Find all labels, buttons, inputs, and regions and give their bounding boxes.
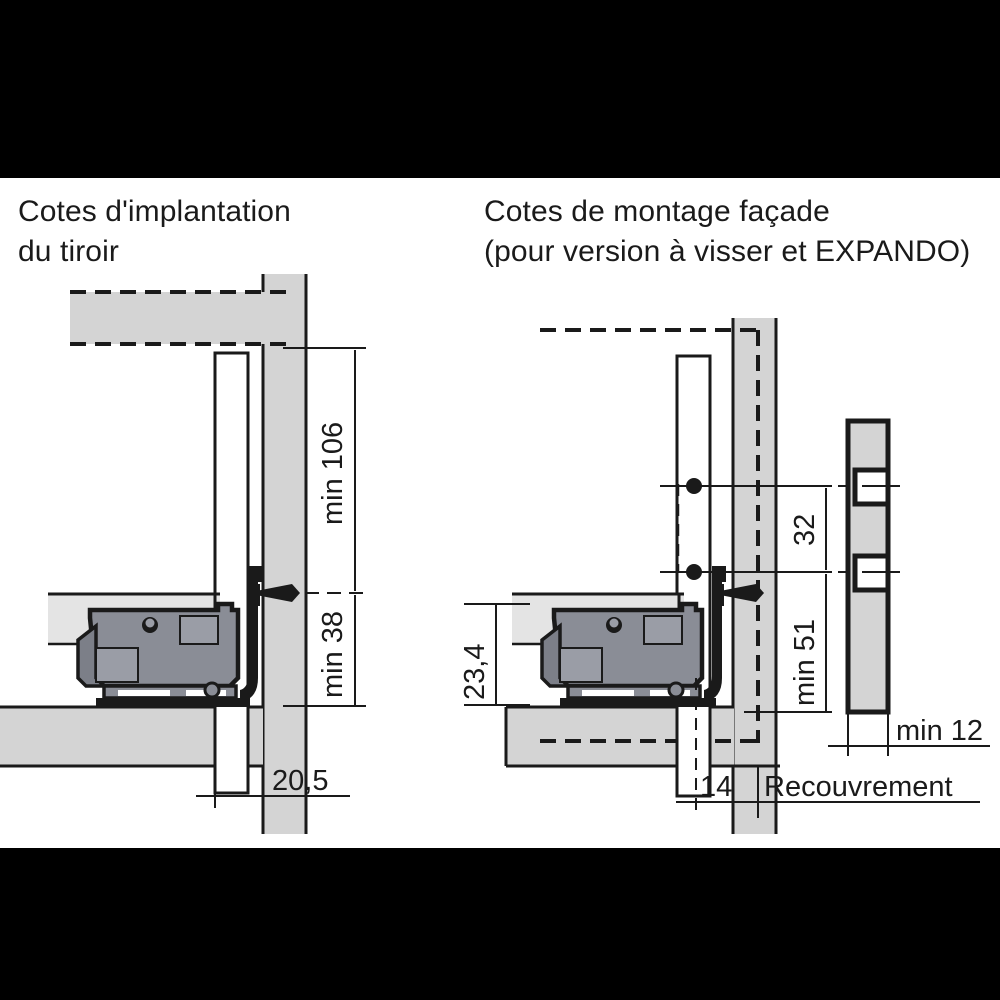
right-diagram: 32 min 51 23,4 bbox=[459, 318, 990, 834]
drawing-sheet: Cotes d'implantation du tiroir Cotes de … bbox=[0, 178, 1000, 848]
drawings-svg: min 106 min 38 20,5 bbox=[0, 274, 990, 834]
left-title-line1: Cotes d'implantation bbox=[18, 195, 291, 228]
dimension-23-4-label: 23,4 bbox=[459, 644, 491, 700]
fixing-points-right bbox=[660, 478, 832, 580]
cabinet-side-panel-left bbox=[261, 274, 308, 834]
dimension-min-38-label: min 38 bbox=[317, 611, 349, 698]
cabinet-side-panel-right bbox=[731, 318, 778, 834]
dimension-min-51-label: min 51 bbox=[789, 619, 821, 706]
left-diagram: min 106 min 38 20,5 bbox=[0, 274, 366, 834]
dimension-recouvrement-label: Recouvrement bbox=[764, 771, 953, 803]
mounting-screw-left bbox=[252, 584, 300, 606]
rail-baseplate-right bbox=[560, 698, 716, 707]
dimension-14: 14 bbox=[676, 678, 980, 818]
dimension-23-4: 23,4 bbox=[459, 603, 530, 706]
dimension-32: 32 bbox=[789, 488, 827, 570]
dimension-min-51: min 51 bbox=[744, 574, 832, 713]
locking-mechanism-right bbox=[540, 601, 705, 700]
rail-baseplate-left bbox=[96, 686, 250, 707]
dimension-min-12-label: min 12 bbox=[896, 715, 983, 747]
upper-shelf-left bbox=[70, 290, 290, 346]
locking-mechanism-left bbox=[76, 601, 241, 700]
dimension-min-106-label: min 106 bbox=[317, 422, 349, 525]
dimension-20-5: 20,5 bbox=[196, 765, 350, 808]
front-panel-facade bbox=[838, 418, 900, 715]
drawer-envelope-outline-right bbox=[540, 328, 760, 743]
dimension-min-12: min 12 bbox=[828, 714, 990, 756]
right-title-line2: (pour version à visser et EXPANDO) bbox=[484, 235, 971, 268]
mounting-screw-right bbox=[716, 584, 764, 606]
left-title-line2: du tiroir bbox=[18, 235, 119, 268]
left-diagram-title: Cotes d'implantation du tiroir bbox=[18, 192, 438, 272]
dimension-min-106: min 106 bbox=[283, 347, 366, 594]
dimension-20-5-label: 20,5 bbox=[272, 765, 328, 797]
dimension-recouvrement: Recouvrement bbox=[757, 767, 953, 818]
dimension-14-label: 14 bbox=[700, 771, 732, 803]
dimension-32-label: 32 bbox=[789, 514, 821, 546]
right-diagram-title: Cotes de montage façade (pour version à … bbox=[484, 192, 1000, 272]
drawer-side-panel-left bbox=[213, 351, 250, 795]
right-title-line1: Cotes de montage façade bbox=[484, 195, 830, 228]
dimension-min-38: min 38 bbox=[283, 595, 366, 707]
